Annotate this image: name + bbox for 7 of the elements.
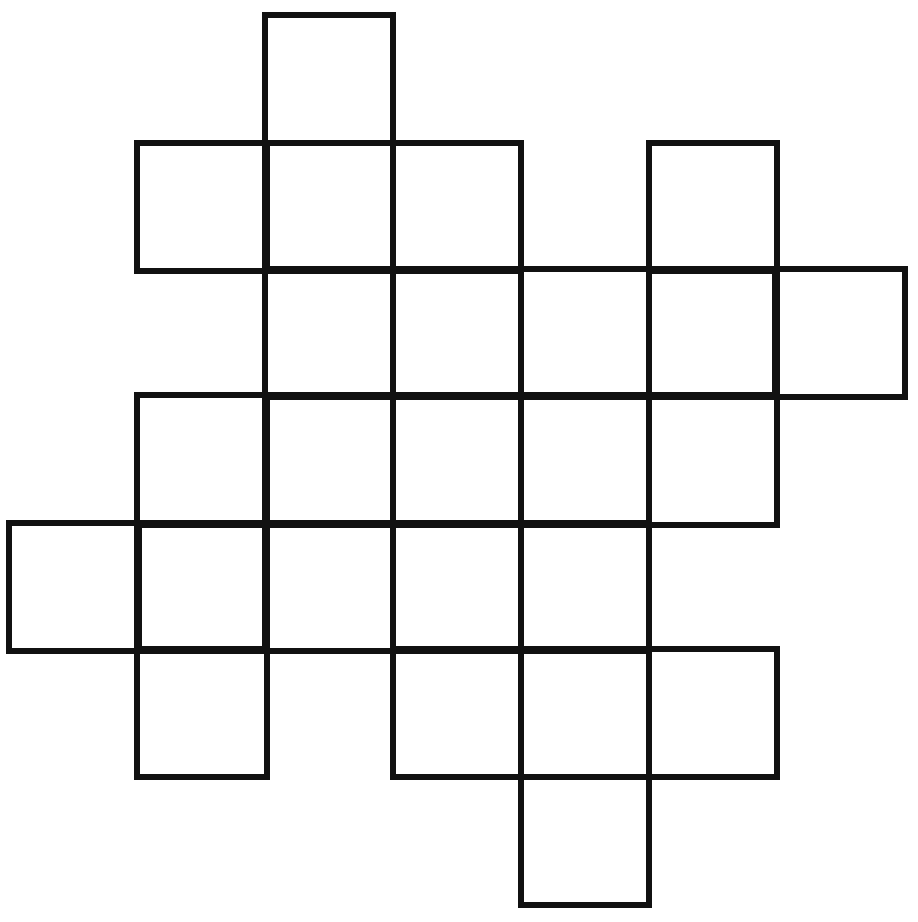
square-outline xyxy=(645,139,780,274)
square-outline xyxy=(772,266,908,401)
square-outline xyxy=(134,519,269,654)
square-outline xyxy=(134,139,269,274)
square-outline xyxy=(134,646,269,781)
square-outline xyxy=(134,392,269,527)
square-outline xyxy=(6,519,142,654)
